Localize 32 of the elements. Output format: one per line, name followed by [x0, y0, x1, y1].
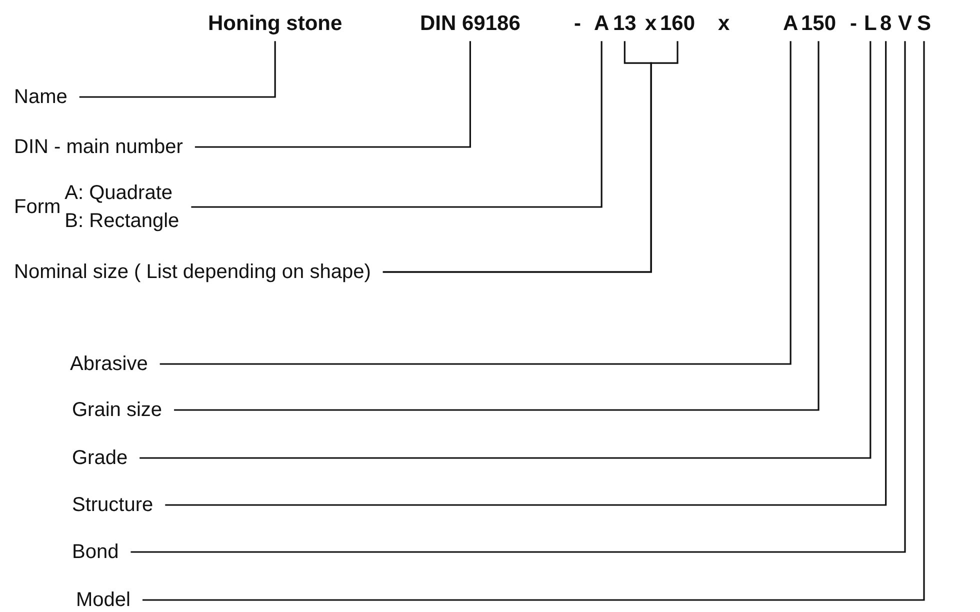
field-name: DIN - main number: [14, 136, 183, 158]
separator-symbol: x: [645, 12, 657, 36]
designation-part: A: [783, 12, 798, 36]
field-name: Name: [14, 86, 68, 108]
option-text: A: Quadrate: [64, 182, 174, 204]
separator-symbol: -: [574, 12, 581, 36]
designation-part: 8: [880, 12, 892, 36]
field-name: Bond: [72, 541, 119, 563]
designation-part: 160: [660, 12, 696, 36]
leader-line: [191, 41, 602, 208]
field-name: Model: [76, 589, 130, 611]
designation-part: 13: [613, 12, 636, 36]
leader-line: [174, 41, 820, 411]
designation-part: Honing stone: [208, 12, 342, 36]
field-name: Form: [14, 196, 61, 218]
designation-part: 150: [801, 12, 836, 36]
designation-part: L: [864, 12, 877, 36]
option-text: B: Rectangle: [64, 210, 180, 232]
designation-part: DIN 69186: [420, 12, 520, 36]
leader-line: [79, 41, 276, 98]
field-name: Grain size: [72, 399, 162, 421]
field-name: Grade: [72, 447, 128, 469]
designation-part: V: [898, 12, 912, 36]
leader-line: [160, 41, 792, 365]
field-name: Nominal size ( List depending on shape): [14, 261, 371, 283]
designation-part: S: [917, 12, 932, 36]
separator-symbol: x: [718, 12, 730, 36]
designation-part: A: [594, 12, 610, 36]
leader-line: [194, 41, 471, 148]
field-name: Structure: [72, 494, 154, 516]
separator-symbol: -: [850, 12, 857, 36]
field-name: Abrasive: [70, 353, 148, 375]
